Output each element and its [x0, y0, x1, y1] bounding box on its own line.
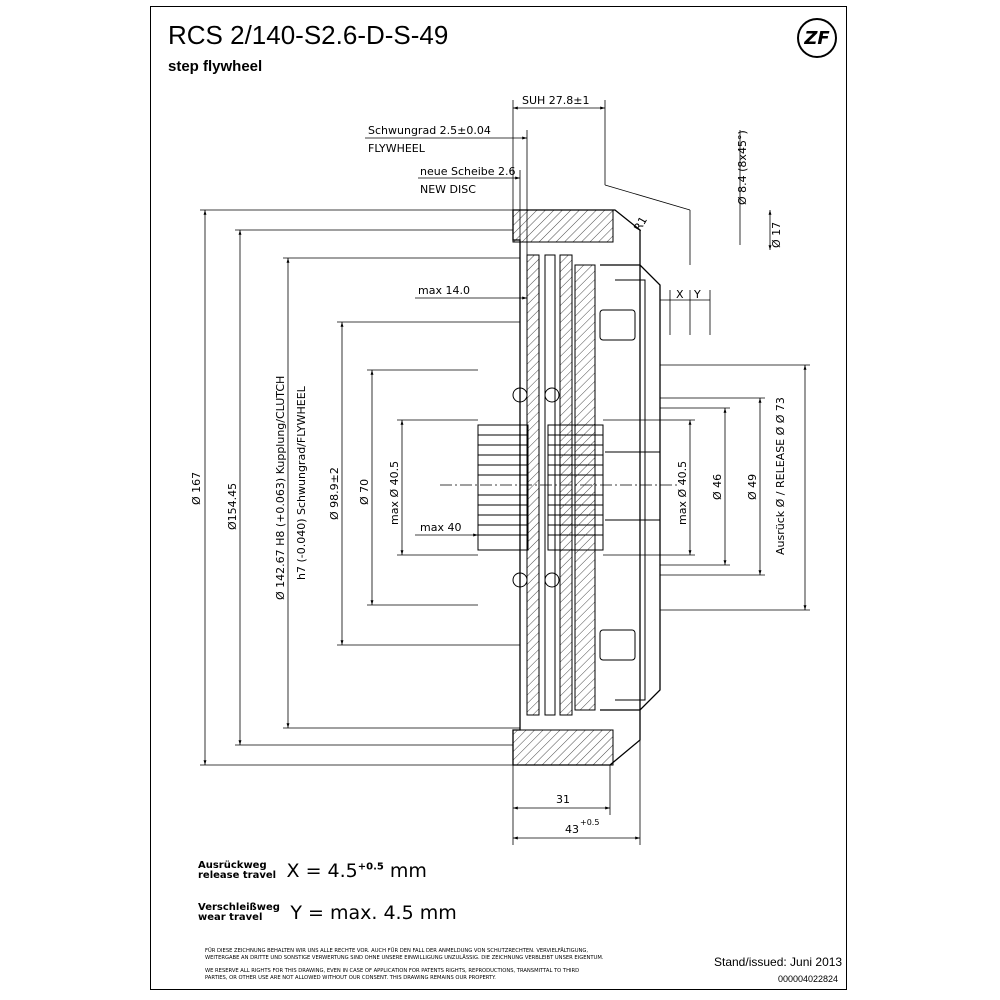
label-d142: Ø 142.67 H8 (+0.063) Kupplung/CLUTCH [274, 376, 287, 600]
rivet-bottom-2 [544, 572, 560, 588]
wear-travel-value: Y = max. 4.5 mm [290, 902, 457, 924]
legal-notice-de: FÜR DIESE ZEICHNUNG BEHALTEN WIR UNS ALL… [205, 948, 604, 961]
bolt-top [599, 309, 636, 341]
label-h7: h7 (-0.040) Schwungrad/FLYWHEEL [295, 385, 308, 580]
hub-right [547, 424, 604, 551]
label-d46: Ø 46 [711, 474, 724, 500]
release-travel-value: X = 4.5+0.5 mm [286, 860, 427, 882]
hub-left-teeth [478, 434, 528, 536]
pressure-plate [574, 264, 596, 711]
label-y: Y [693, 288, 701, 301]
label-flywheel-en: FLYWHEEL [368, 142, 426, 155]
label-d17: Ø 17 [770, 222, 783, 248]
zf-logo: ZF [797, 18, 837, 58]
label-d73: Ausrück Ø / RELEASE Ø Ø 73 [774, 397, 787, 555]
document-number: 000004022824 [778, 974, 839, 984]
hub-left [477, 424, 529, 551]
drawing-title: RCS 2/140-S2.6-D-S-49 [168, 20, 449, 50]
flywheel-rim-bottom [512, 729, 614, 766]
cover-inner [615, 279, 646, 701]
legal-notice-en: WE RESERVE ALL RIGHTS FOR THIS DRAWING, … [205, 968, 580, 981]
disc-3 [559, 254, 573, 716]
label-d40-right: max Ø 40.5 [676, 461, 689, 525]
label-flywheel-de: Schwungrad 2.5±0.04 [368, 124, 491, 137]
label-d98: Ø 98.9±2 [328, 467, 341, 520]
label-d49: Ø 49 [746, 474, 759, 500]
label-43-tol: +0.5 [580, 818, 599, 827]
label-hole: Ø 8.4 (8x45°) [736, 130, 749, 205]
label-suh: SUH 27.8±1 [522, 94, 590, 107]
label-31: 31 [556, 793, 570, 806]
label-43: 43 [565, 823, 579, 836]
label-disc-en: NEW DISC [420, 183, 476, 196]
drawing-subtitle: step flywheel [168, 58, 263, 75]
label-d154: Ø154.45 [226, 483, 239, 530]
bolt-bottom [599, 629, 636, 661]
disc-2 [544, 254, 556, 716]
rivet-bottom-1 [512, 572, 528, 588]
label-r1: R1 [631, 214, 650, 233]
drawing-frame [150, 6, 847, 990]
label-d167: Ø 167 [190, 472, 203, 505]
flywheel-rim-top [512, 209, 614, 243]
cover-outline [600, 264, 661, 711]
disc-1 [526, 254, 540, 716]
rivet-top-2 [544, 387, 560, 403]
issue-date: Stand/issued: Juni 2013 [714, 955, 843, 969]
label-x: X [676, 288, 684, 301]
label-disc-de: neue Scheibe 2.6 [420, 165, 516, 178]
label-d40-left: max Ø 40.5 [388, 461, 401, 525]
rivet-top-1 [512, 387, 528, 403]
label-max40: max 40 [420, 521, 461, 534]
zf-logo-text: ZF [804, 27, 830, 49]
hub-right-teeth [548, 434, 603, 536]
label-max14: max 14.0 [418, 284, 470, 297]
label-d70: Ø 70 [358, 479, 371, 505]
